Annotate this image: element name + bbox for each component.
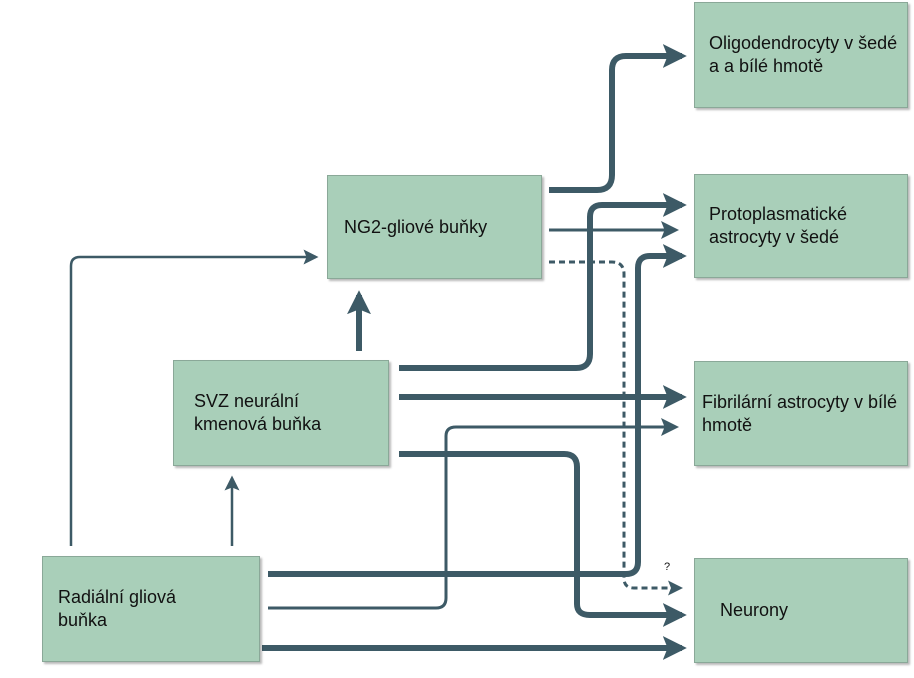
node-oligodendrocytes: Oligodendrocyty v šedé a a bílé hmotě	[694, 2, 908, 108]
node-label: Neurony	[720, 600, 789, 620]
node-ng2-glia: NG2-gliové buňky	[327, 175, 542, 279]
arrow-radial-to-proto	[268, 244, 687, 577]
arrow-svz-to-neuron	[399, 451, 687, 627]
arrow-svz-to-proto	[399, 193, 687, 371]
arrow-radial-to-fibril	[268, 418, 679, 610]
node-label: Protoplasmatické astrocyty v šedé	[709, 204, 848, 247]
node-radial-glial-cell: Radiální gliová buňka	[42, 556, 260, 662]
question-mark-label: ?	[664, 561, 671, 573]
node-label: Oligodendrocyty v šedé a a bílé hmotě	[709, 33, 898, 76]
arrow-radial-to-ng2	[69, 249, 319, 546]
arrow-ng2-to-oligo	[549, 44, 687, 193]
node-svz-neural-stem-cell: SVZ neurální kmenová buňka	[173, 360, 389, 466]
arrow-ng2-to-neuron-dashed	[549, 260, 683, 596]
node-label: Fibrilární astrocyty v bílé hmotě	[702, 391, 898, 435]
node-label: NG2-gliové buňky	[344, 216, 488, 237]
node-label: Radiální gliová buňka	[58, 587, 177, 630]
node-neurons: Neurony	[694, 558, 908, 663]
node-label: SVZ neurální kmenová buňka	[194, 391, 322, 434]
node-fibrillary-astrocytes: Fibrilární astrocyty v bílé hmotě	[694, 361, 908, 466]
node-protoplasmic-astrocytes: Protoplasmatické astrocyty v šedé	[694, 174, 908, 278]
